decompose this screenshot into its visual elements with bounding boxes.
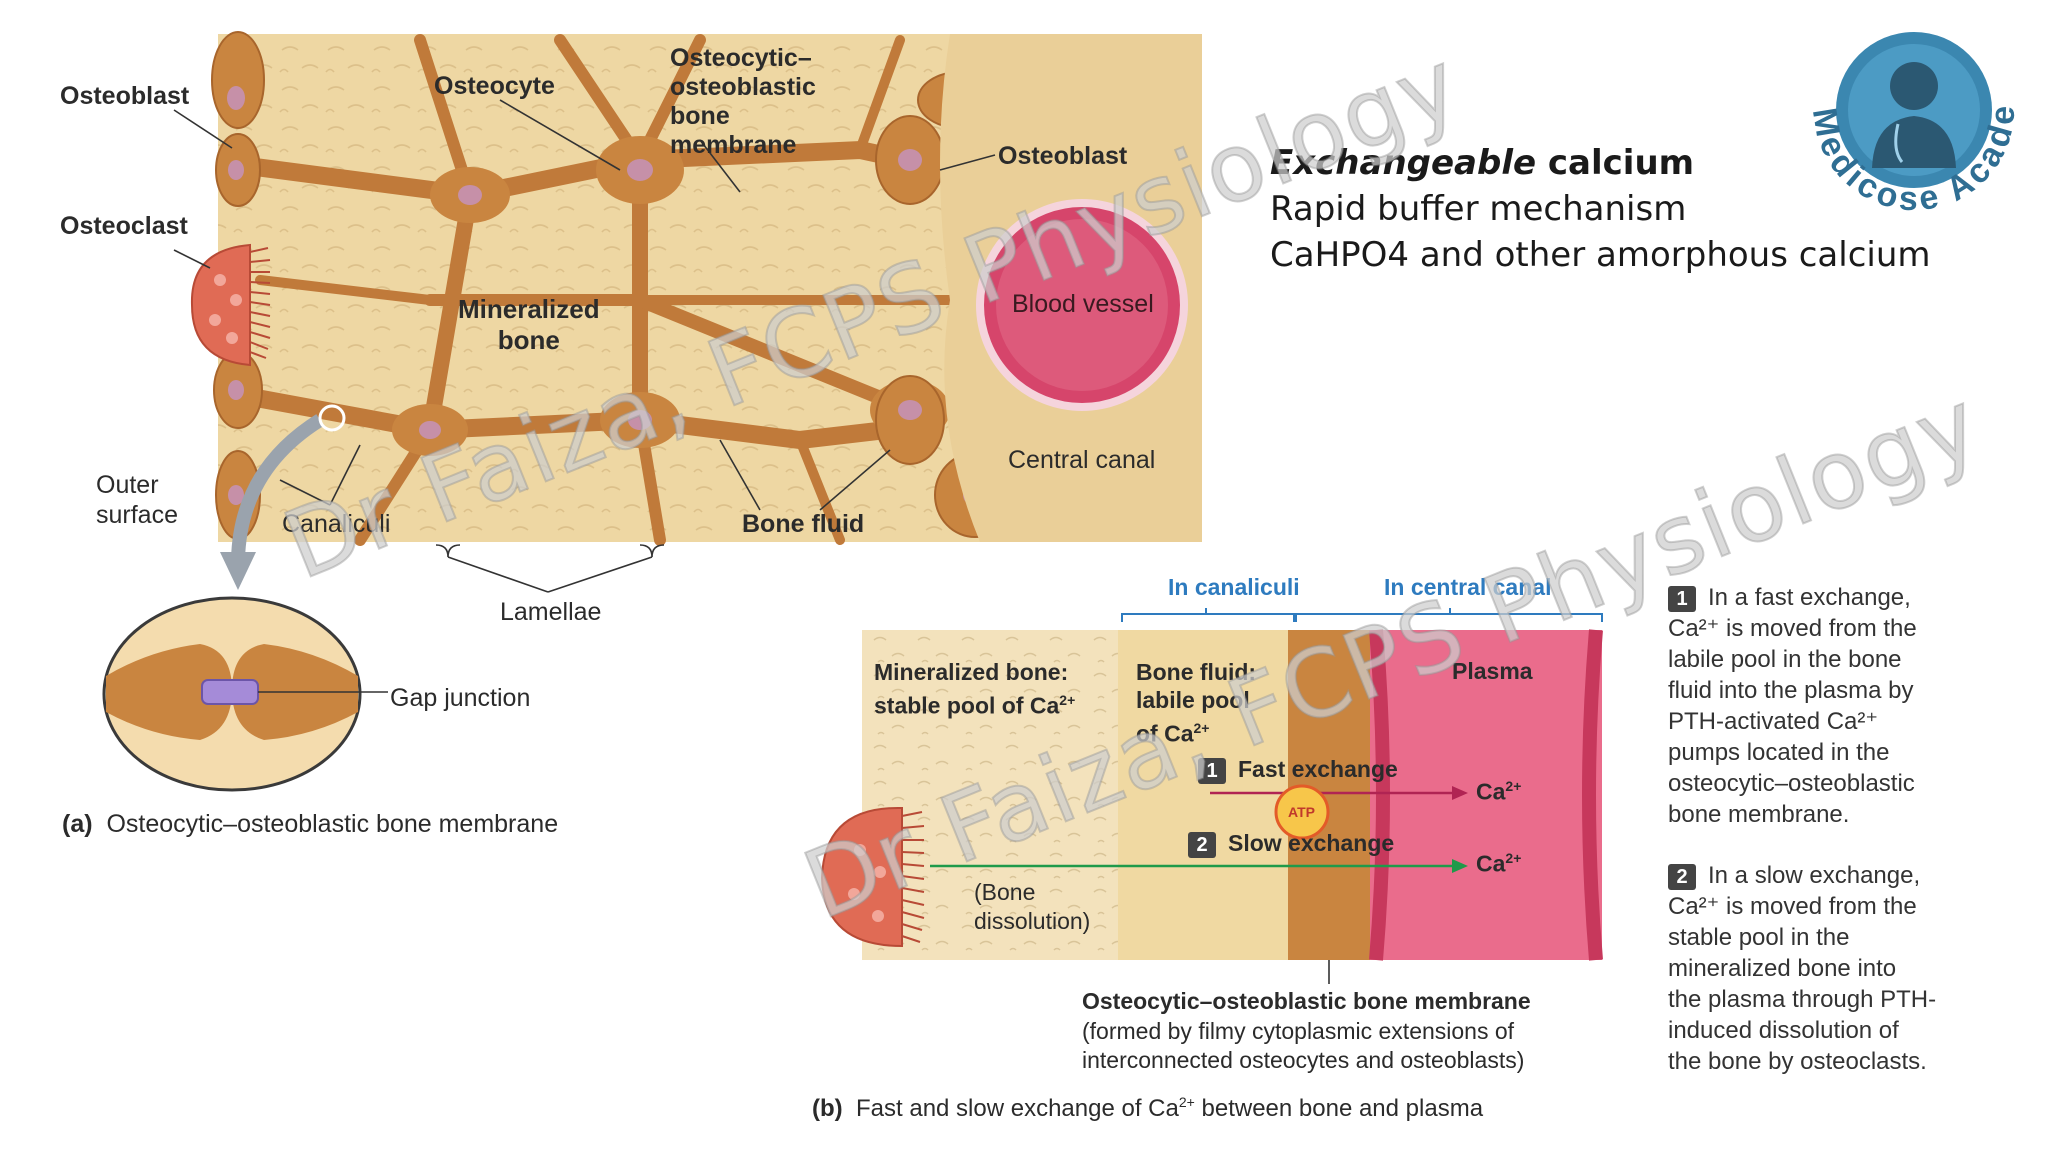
notes-emphasis: Exchangeable xyxy=(1270,143,1537,183)
doctor-icon xyxy=(1890,62,1938,110)
label-osteoblast-right: Osteoblast xyxy=(998,142,1128,170)
slow-ca-charge: 2+ xyxy=(1505,850,1522,866)
fast-exchange-text: Fast exchange xyxy=(1238,756,1398,782)
label-canaliculi: Canaliculi xyxy=(282,510,391,538)
plasma-zone xyxy=(1370,630,1602,960)
figure-a-caption: (a) Osteocytic–osteoblastic bone membran… xyxy=(62,810,558,839)
figure-b: In canaliculi In central canal Mineraliz… xyxy=(780,560,1660,1150)
figure-b-caption-pre: Fast and slow exchange of Ca xyxy=(856,1095,1179,1122)
fast-ca-text: Ca xyxy=(1476,778,1506,805)
mineralized-pool-text: Mineralized bone: stable pool of Ca xyxy=(874,659,1069,719)
bone-fluid-pool-text: Bone fluid: labile pool of Ca xyxy=(1136,659,1257,747)
calcium-notes: Exchangeable calcium Rapid buffer mechan… xyxy=(1270,140,1931,278)
mineralized-pool-label: Mineralized bone: stable pool of Ca2+ xyxy=(874,658,1075,720)
bone-fluid-pool-label: Bone fluid: labile pool of Ca2+ xyxy=(1136,658,1256,748)
atp-pump xyxy=(1274,784,1330,840)
label-membrane: Osteocytic– osteoblastic bone membrane xyxy=(670,44,816,159)
label-bone-fluid: Bone fluid xyxy=(742,510,865,538)
figure-b-caption: (b) Fast and slow exchange of Ca2+ betwe… xyxy=(812,1094,1483,1123)
legend-text-1: In a fast exchange, Ca²⁺ is moved from t… xyxy=(1668,584,1917,828)
atp-label: ATP xyxy=(1288,804,1315,820)
fast-ca-label: Ca2+ xyxy=(1476,778,1521,806)
label-outer-surface: Outer surface xyxy=(96,471,178,529)
zoom-arrow xyxy=(231,414,324,561)
slow-exchange-number: 2 xyxy=(1188,832,1216,858)
slow-ca-text: Ca xyxy=(1476,850,1506,877)
medicose-logo: Medicose Academics xyxy=(1773,0,2040,240)
fast-exchange-number: 1 xyxy=(1198,758,1226,784)
slow-ca-label: Ca2+ xyxy=(1476,850,1521,878)
label-lamellae: Lamellae xyxy=(500,598,602,626)
label-mineralized-bone: Mineralized bone xyxy=(458,294,600,355)
logo-drawing: Medicose Academics xyxy=(1773,0,2018,218)
fast-ca-charge: 2+ xyxy=(1505,778,1522,794)
mineralized-zone xyxy=(862,630,1118,960)
figure-b-caption-letter: (b) xyxy=(812,1095,843,1122)
membrane-title: Osteocytic–osteoblastic bone membrane xyxy=(1082,988,1531,1014)
figure-b-caption-post: between bone and plasma xyxy=(1194,1095,1484,1122)
legend-text-2: In a slow exchange, Ca²⁺ is moved from t… xyxy=(1668,862,1937,1075)
figure-b-caption-charge: 2+ xyxy=(1178,1094,1195,1110)
membrane-description: (formed by filmy cytoplasmic extensions … xyxy=(1082,1018,1525,1073)
callout-lines xyxy=(173,99,996,593)
legend-number-2: 2 xyxy=(1668,864,1696,890)
label-central-canal: Central canal xyxy=(1008,446,1156,474)
label-osteoblast-left: Osteoblast xyxy=(60,82,190,110)
header-central-canal: In central canal xyxy=(1384,574,1552,600)
label-osteoclast: Osteoclast xyxy=(60,212,188,240)
fast-exchange-label: 1 Fast exchange xyxy=(1198,756,1398,784)
label-blood-vessel: Blood vessel xyxy=(1012,290,1154,318)
label-osteocyte: Osteocyte xyxy=(434,72,555,100)
legend-number-1: 1 xyxy=(1668,586,1696,612)
slow-exchange-label: 2 Slow exchange xyxy=(1188,830,1394,858)
osteoclast-b-shape xyxy=(820,806,925,948)
bone-dissolution-label: (Bone dissolution) xyxy=(974,879,1091,934)
osteoclast-shape xyxy=(190,243,271,367)
gap-junction-inset xyxy=(102,596,388,792)
label-gap-junction: Gap junction xyxy=(390,684,531,712)
header-canaliculi: In canaliculi xyxy=(1168,574,1300,600)
notes-line-1-rest: calcium xyxy=(1536,143,1695,183)
notes-line-1: Exchangeable calcium xyxy=(1270,140,1931,186)
figure-a-caption-letter: (a) xyxy=(62,810,93,838)
figure-a-caption-text: Osteocytic–osteoblastic bone membrane xyxy=(106,810,559,838)
bone-fluid-zone xyxy=(1118,630,1288,960)
notes-line-3: CaHPO4 and other amorphous calcium xyxy=(1270,235,1931,275)
figure-b-drawing xyxy=(820,608,1603,984)
bone-fluid-pool-charge: 2+ xyxy=(1193,720,1210,736)
slow-exchange-text: Slow exchange xyxy=(1228,830,1395,856)
notes-line-2: Rapid buffer mechanism xyxy=(1270,189,1687,229)
figure-a: Osteoblast Osteocyte Osteocytic– osteobl… xyxy=(0,0,1220,860)
plasma-label: Plasma xyxy=(1452,658,1533,684)
figure-a-drawing xyxy=(102,31,1202,792)
mineralized-pool-charge: 2+ xyxy=(1059,692,1076,708)
